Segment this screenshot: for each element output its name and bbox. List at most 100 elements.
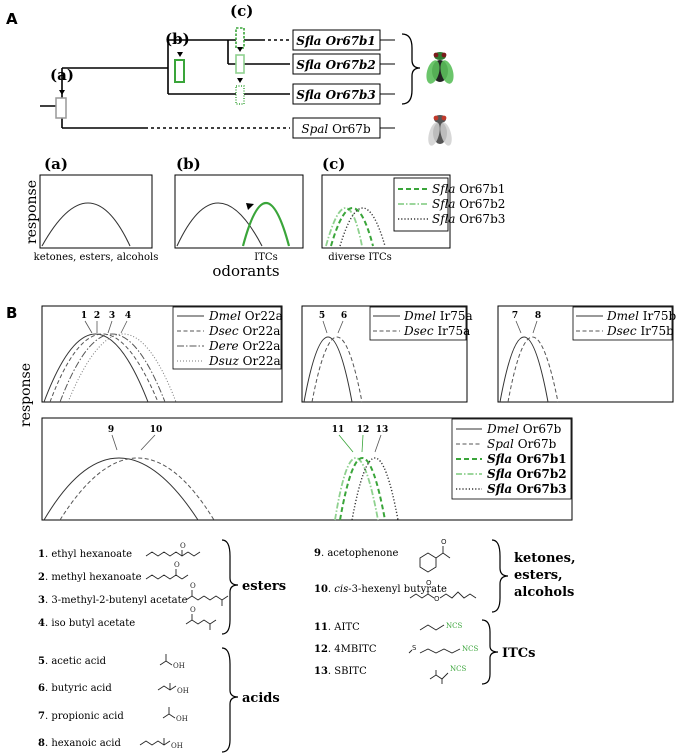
s-atom-label: S — [412, 644, 417, 652]
subpanel-b-curve-derived — [241, 201, 291, 247]
phylogenetic-tree — [40, 39, 290, 129]
or22a-peak-arrows — [84, 320, 128, 334]
structures-acids — [139, 654, 177, 746]
node-c3-box — [235, 85, 245, 105]
subpanel-b-xlabel: ITCs — [254, 252, 277, 263]
subpanel-a-xlabel: ketones, esters, alcohols — [34, 252, 159, 263]
svg-text:Dmel Ir75a: Dmel Ir75a — [403, 309, 473, 323]
node-a-box — [55, 97, 67, 119]
svg-text:OH: OH — [171, 742, 183, 750]
ketones-brace — [491, 539, 509, 613]
or67b-peak-arrows — [111, 434, 382, 453]
svg-text:Sfla Or67b2: Sfla Or67b2 — [487, 467, 567, 481]
subpanel-a-label: (a) — [44, 155, 68, 173]
subpanel-a-frame — [39, 174, 153, 249]
svg-text:Sfla Or67b1: Sfla Or67b1 — [487, 452, 567, 466]
svg-text:12: 12 — [357, 425, 370, 435]
svg-text:10: 10 — [150, 425, 163, 435]
ir75a-curve-dsec — [311, 336, 363, 403]
node-c-label: (c) — [230, 2, 253, 20]
ir75a-curve-dmel — [303, 336, 353, 403]
subpanel-b-curve-ancestral — [176, 202, 263, 247]
ir75b-peak-arrows — [515, 320, 538, 334]
ir75b-legend: Dmel Ir75b Dsec Ir75b — [572, 306, 677, 341]
taxon-sfla-or67b3: Sfla Or67b3 — [292, 83, 395, 105]
subpanel-c-label: (c) — [322, 155, 345, 173]
svg-text:O: O — [174, 561, 180, 569]
compound-8: 8. hexanoic acid — [38, 738, 121, 749]
taxon-spal-or67b: Spal Or67b — [292, 117, 395, 139]
or22a-curve-dere — [59, 333, 166, 403]
structure-oh-labels: OH OH OH OH — [171, 662, 189, 750]
svg-text:11: 11 — [332, 425, 345, 435]
svg-text:Dsuz Or22a: Dsuz Or22a — [208, 354, 281, 368]
ncs-labels: NCS NCS NCS — [446, 622, 478, 673]
compound-5: 5. acetic acid — [38, 656, 107, 667]
svg-text:Dmel Or22a: Dmel Or22a — [208, 309, 283, 323]
svg-text:Sfla Or67b3: Sfla Or67b3 — [432, 212, 505, 226]
hexenyl-o-ester: O — [434, 595, 440, 603]
compound-list-left: 1. ethyl hexanoate 2. methyl hexanoate 3… — [38, 549, 188, 749]
or67b-curve-dmel — [43, 457, 199, 521]
or67b-curve-sfla-or67b2 — [334, 457, 379, 521]
or22a-peak-labels: 1 2 3 4 — [81, 311, 131, 321]
ir75a-peak-labels: 5 6 — [319, 311, 347, 321]
compound-12: 12. 4MBITC — [314, 644, 377, 655]
svg-text:5: 5 — [319, 311, 325, 321]
ir75b-frame — [497, 305, 674, 403]
svg-text:alcohols: alcohols — [514, 585, 574, 600]
ir75b-peak-labels: 7 8 — [512, 311, 541, 321]
ir75b-curve-dmel — [499, 336, 549, 403]
compound-1: 1. ethyl hexanoate — [38, 549, 132, 560]
subpanel-c-legend: Sfla Or67b1 Sfla Or67b2 Sfla Or67b3 — [393, 177, 505, 232]
or22a-curve-dmel — [43, 333, 149, 403]
compound-13: 13. SBITC — [314, 666, 367, 677]
svg-text:Dmel Or67b: Dmel Or67b — [486, 422, 562, 436]
svg-text:Dsec Ir75a: Dsec Ir75a — [403, 324, 470, 338]
compound-10: 10. cis-3-hexenyl butyrate — [314, 584, 447, 595]
or67b-curve-spal — [59, 457, 215, 521]
compound-2: 2. methyl hexanoate — [38, 572, 142, 583]
ir75a-frame — [301, 305, 468, 403]
svg-text:13: 13 — [376, 425, 389, 435]
subpanel-c-xlabel: diverse ITCs — [328, 252, 392, 263]
svg-text:Spal Or67b: Spal Or67b — [301, 122, 371, 136]
group-itcs: ITCs — [502, 646, 535, 661]
panel-a-ylabel: response — [24, 180, 40, 244]
or22a-curve-dsuz — [67, 333, 177, 403]
subpanel-c-frame — [321, 174, 451, 249]
ir75a-legend: Dmel Ir75a Dsec Ir75a — [369, 306, 473, 341]
or67b-curve-sfla-or67b3 — [351, 457, 399, 521]
structures-esters — [145, 550, 229, 630]
itcs-brace — [481, 619, 499, 685]
svg-text:Dere Or22a: Dere Or22a — [208, 339, 280, 353]
node-c1-box — [235, 27, 245, 49]
svg-text:NCS: NCS — [450, 665, 466, 673]
node-c2-box — [235, 54, 245, 74]
svg-text:8: 8 — [535, 311, 541, 321]
compound-6: 6. butyric acid — [38, 683, 112, 694]
panel-a-xlabel: odorants — [212, 262, 279, 280]
svg-text:NCS: NCS — [462, 645, 478, 653]
compound-3: 3. 3-methyl-2-butenyl acetate — [38, 595, 188, 606]
node-a-label: (a) — [50, 66, 74, 84]
svg-text:Sfla Or67b3: Sfla Or67b3 — [296, 88, 376, 102]
svg-text:OH: OH — [177, 687, 189, 695]
panel-b-ylabel: response — [18, 363, 34, 427]
or22a-curve-dsec — [49, 333, 159, 403]
acids-brace — [221, 647, 239, 753]
svg-text:Dsec Or22a: Dsec Or22a — [208, 324, 280, 338]
svg-text:Sfla Or67b2: Sfla Or67b2 — [432, 197, 505, 211]
or22a-frame — [41, 305, 283, 403]
subpanel-b-label: (b) — [176, 155, 201, 173]
esters-brace — [221, 539, 239, 635]
subpanel-c-curve-or67b3 — [339, 207, 386, 247]
svg-text:4: 4 — [125, 311, 131, 321]
svg-text:Sfla Or67b1: Sfla Or67b1 — [432, 182, 505, 196]
hexenyl-o-carbonyl: O — [426, 579, 432, 587]
svg-text:Dsec Ir75b: Dsec Ir75b — [606, 324, 674, 338]
svg-text:Dmel Ir75b: Dmel Ir75b — [606, 309, 677, 323]
taxon-sfla-or67b2: Sfla Or67b2 — [292, 53, 395, 75]
taxon-sfla-or67b1: Sfla Or67b1 — [292, 29, 395, 51]
